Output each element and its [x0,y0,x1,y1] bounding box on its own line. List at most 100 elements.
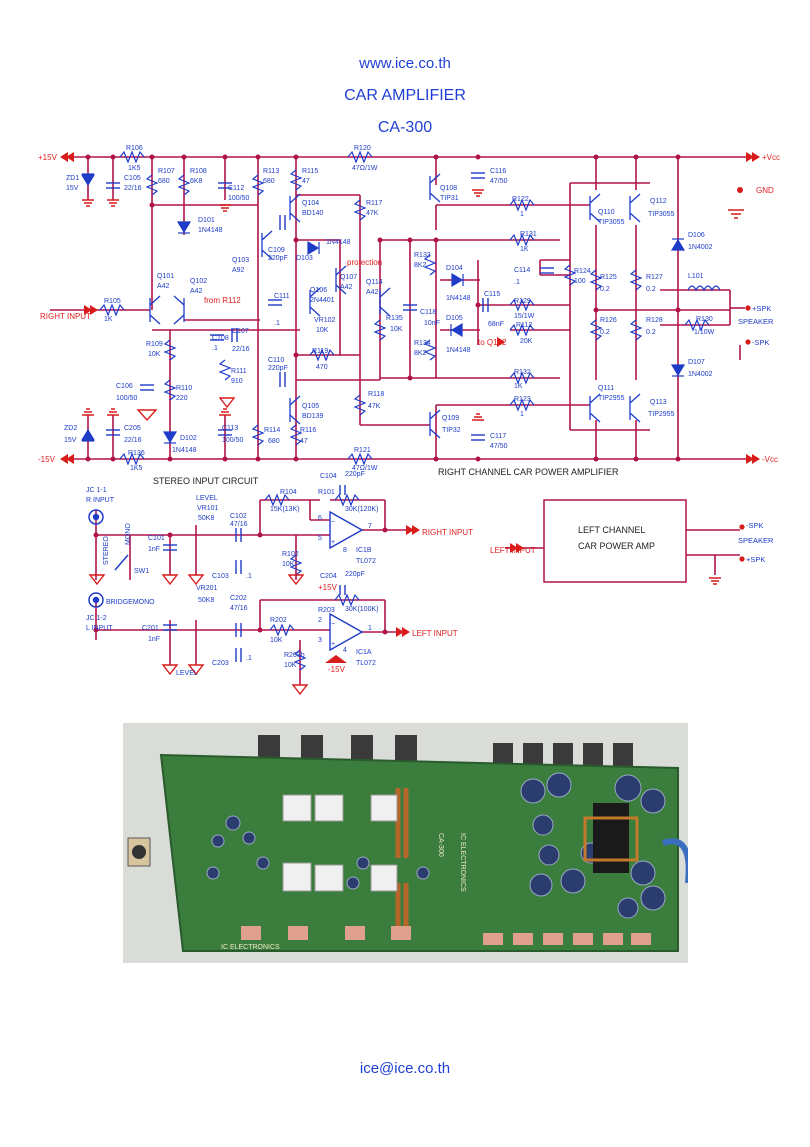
label-c201: C201 [142,625,159,632]
speaker-labels: +SPK SPEAKER -SPK -SPK SPEAKER +SPK [738,304,774,564]
value-r101: 30K(120K) [345,506,378,513]
label-r122: R122 [512,196,529,203]
value-q107: A42 [340,284,353,291]
value-vr102: 10K [316,327,329,334]
diode-symbols [80,173,686,444]
label-r106: R106 [126,145,143,152]
pcb-output-pads [241,926,651,945]
value-c201: 1nF [148,636,160,643]
value-q114: A42 [366,289,379,296]
pin-2: 2 [318,617,322,624]
label-r113: R113 [263,168,279,175]
value-r104: 15K(13K) [270,506,300,513]
label-q109: Q109 [442,415,459,422]
right-input-out-label: RIGHT INPUT [422,528,473,537]
value-d106: 1N4002 [688,244,713,251]
label-c107: C107 [232,328,249,335]
value-c103: .1 [246,573,252,580]
arrow-symbols [60,152,760,663]
rail-labels: +15V -15V +Vcc -Vcc GND RIGHT INPUT from… [38,153,780,674]
label-r203b: R203b [284,652,305,659]
component-labels: R106 1K5 C105 22/16 ZD1 15V R107 680 R10… [64,145,715,472]
label-r104: R104 [280,489,297,496]
value-d101: 1N4148 [198,227,223,234]
speaker-label: SPEAKER [738,317,774,326]
section-title-power-amp: RIGHT CHANNEL CAR POWER AMPLIFIER [438,467,619,477]
label-q108: Q108 [440,185,457,192]
value-q104: BD140 [302,210,324,217]
value-r115: 47 [302,178,310,185]
value-c109: 220pF [268,255,288,262]
label-c104: C104 [320,473,337,480]
label-r125: R125 [600,274,617,281]
value-r136: 1K5 [130,465,143,472]
label-c109: C109 [268,247,285,254]
value-c205: 22/16 [124,437,142,444]
value-vr201: 50K8 [198,597,214,604]
label-r203: R203 [318,607,335,614]
to-q102-label: to Q102 [478,338,507,347]
pcb-photo: CA-300 IC ELECTRONICS IC ELECTRONICS [123,723,688,963]
label-r-input: R INPUT [86,497,115,504]
value-c203: .1 [246,655,252,662]
opamp-symbols [329,510,364,652]
label-d105: D105 [446,315,463,322]
value-c115: 68nF [488,321,504,328]
label-stereo: STEREO [103,536,110,565]
minus-15v-label: -15V [38,455,56,464]
label-r118: R118 [368,391,384,398]
value-q103: A92 [232,267,245,274]
label-r202: R202 [270,617,287,624]
transistor-symbols [149,173,641,439]
value-r126: 0.2 [600,329,610,336]
left-box-line2: CAR POWER AMP [578,541,655,551]
value-q106: 2N4401 [310,297,335,304]
pcb-wire [662,838,688,883]
value-c102: 47/16 [230,521,248,528]
label-r129: R129 [514,298,531,305]
label-r128: R128 [646,317,663,324]
value-ic1b: TL072 [356,558,376,565]
value-r105: 1K [104,316,113,323]
label-c108: C108 [212,335,229,342]
left-channel-box [543,499,687,583]
value-r130: 1/10W [694,329,715,336]
label-c106: C106 [116,383,133,390]
left-input-box-label: LEFT INPUT [490,546,536,555]
power-transistor-row [258,735,633,769]
value-c117: 47/50 [490,443,508,450]
label-bridge-mono: BRIDGEMONO [106,599,155,606]
minus15-ic-label: -15V [328,665,346,674]
label-r102: R102 [282,551,299,558]
speaker-terminals [739,305,751,562]
label-ic1a: IC1A [356,649,372,656]
value-r113: 680 [263,178,275,185]
value-d105: 1N4148 [446,347,471,354]
page-title: CAR AMPLIFIER [344,87,466,104]
value-r133: 8K2 [414,262,427,269]
value-r124: 100 [574,278,586,285]
label-c114: C114 [514,267,530,274]
value-q113: TIP2955 [648,411,675,418]
value-r119: 470 [316,364,328,371]
value-r135: 10K [390,326,403,333]
label-r101: R101 [318,489,335,496]
value-q111: TIP2955 [598,395,625,402]
plus-vcc-label: +Vcc [762,153,780,162]
label-l101: L101 [688,273,704,280]
value-d104: 1N4148 [446,295,471,302]
website-url[interactable]: www.ice.co.th [359,55,451,72]
value-zd2: 15V [64,437,77,444]
value-r203b: 10K [284,662,297,669]
contact-email[interactable]: ice@ice.co.th [359,1060,451,1077]
pcb-silk-model: CA-300 [437,833,444,857]
label-c110: C110 [268,357,284,364]
label-r127: R127 [646,274,663,281]
value-r132: 1K [514,383,523,390]
label-r108: R108 [190,168,207,175]
label-q105: Q105 [302,403,319,410]
left-speaker-label: SPEAKER [738,536,774,545]
label-r121: R121 [354,447,371,454]
label-c204: C204 [320,573,337,580]
value-r102: 10K [282,561,295,568]
